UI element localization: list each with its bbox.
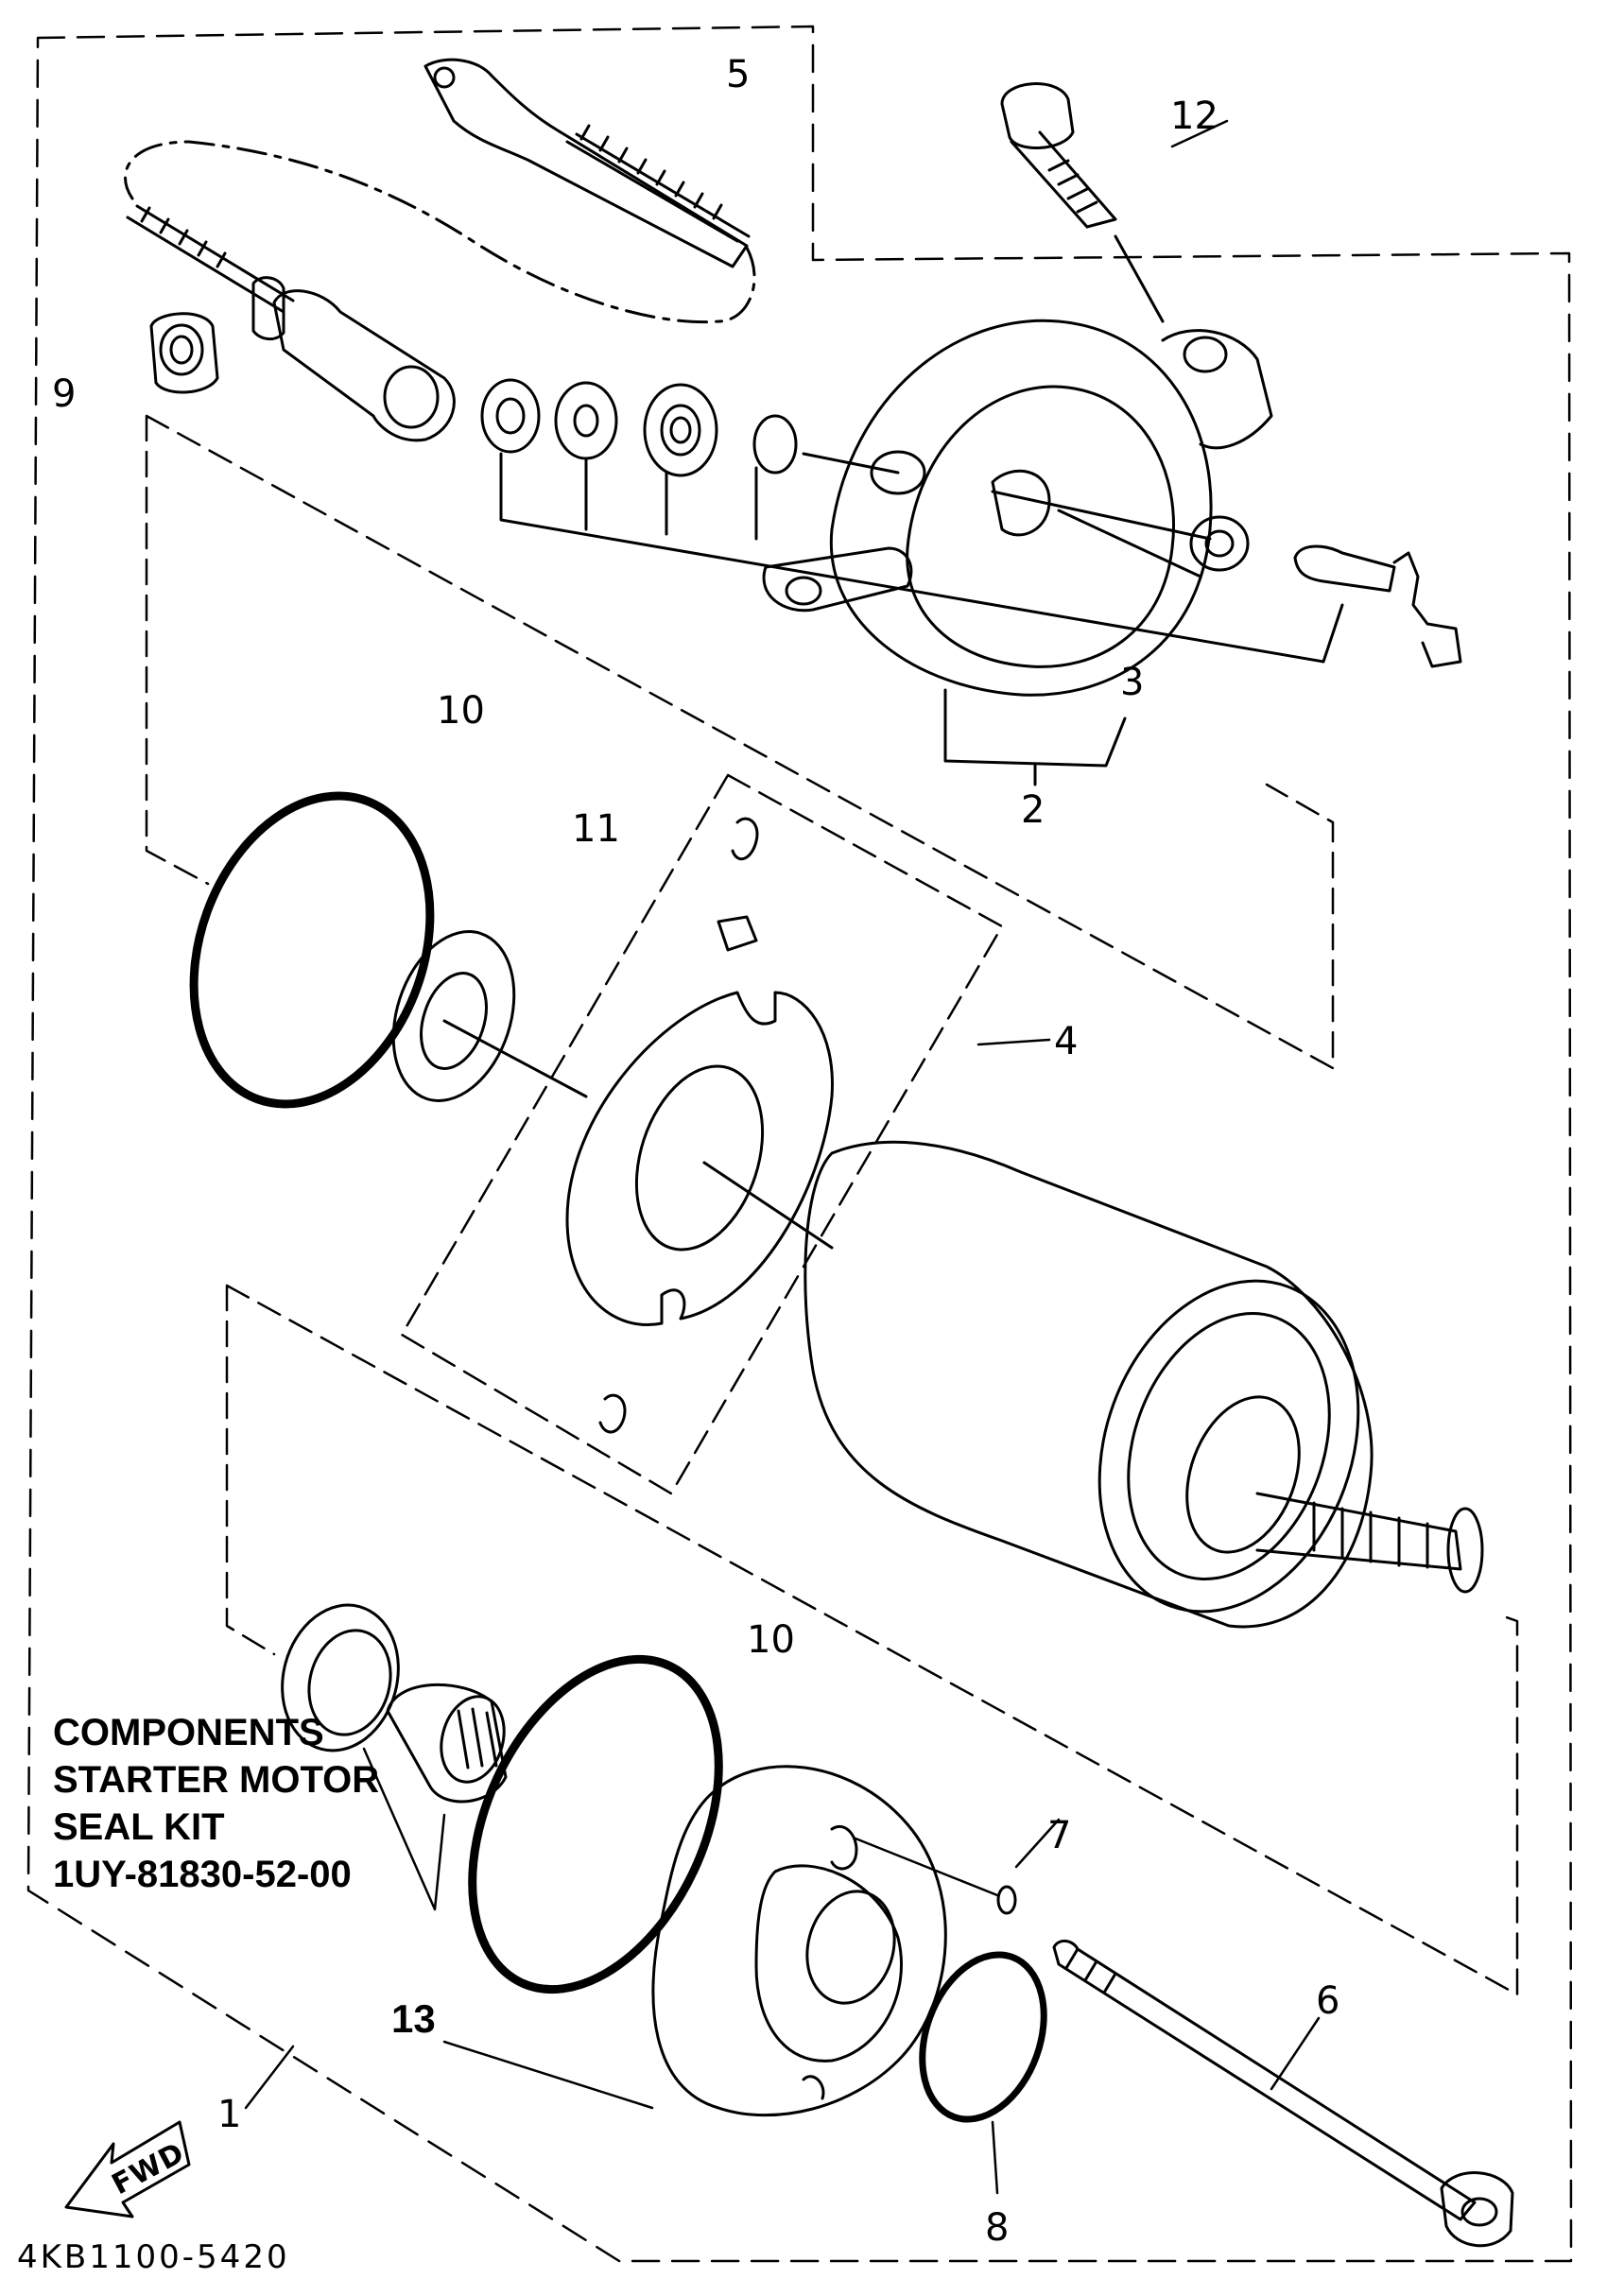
kit-part-number: 1UY-81830-52-00 [53,1854,352,1895]
thin-washer [391,930,588,1102]
kit-caption-line-2: STARTER MOTOR [53,1759,380,1801]
callout-8: 8 [985,2206,1009,2250]
callout-5: 5 [726,53,750,96]
fwd-arrow-icon [64,2120,191,2218]
callout-2: 2 [1021,788,1045,832]
oil-seal [281,1603,400,1752]
brush-assembly-box [400,773,1004,1495]
brush-holder-cover [762,319,1462,786]
through-bolt [1052,1940,1514,2248]
callout-1: 1 [217,2093,241,2136]
lower-exploded-band [225,1284,1519,1996]
o-ring-lower [468,1654,723,1994]
diagram-reference-code: 4KB1100-5420 [17,2238,290,2276]
callout-7: 7 [1047,1814,1071,1857]
lead-wire [124,58,756,442]
o-ring-upper [189,791,435,1109]
needle-bearing [386,1683,508,1804]
callout-13: 13 [391,1996,436,2041]
fwd-label: FWD [107,2136,190,2201]
motor-yoke [804,1140,1484,1629]
upper-exploded-band [145,414,1335,1070]
callout-4: 4 [1054,1020,1078,1063]
washer-stack [480,378,1344,664]
nut [149,312,219,394]
callout-10-upper: 10 [437,689,485,733]
brush-plate [565,817,1051,1434]
rear-cover [442,1765,947,2117]
bolt [1000,82,1229,323]
kit-caption-line-3: SEAL KIT [53,1806,225,1848]
callout-11: 11 [572,807,620,851]
kit-caption-line-1: COMPONENTS [53,1712,324,1753]
assembly-boundary [26,25,1573,2263]
callout-6: 6 [1316,1979,1339,2023]
callout-12: 12 [1170,95,1218,138]
callout-10-lower: 10 [747,1618,795,1662]
callout-9: 9 [52,372,76,416]
small-o-ring [996,1885,1017,1915]
callout-3: 3 [1120,661,1144,704]
o-ring-small [919,1951,1047,2123]
